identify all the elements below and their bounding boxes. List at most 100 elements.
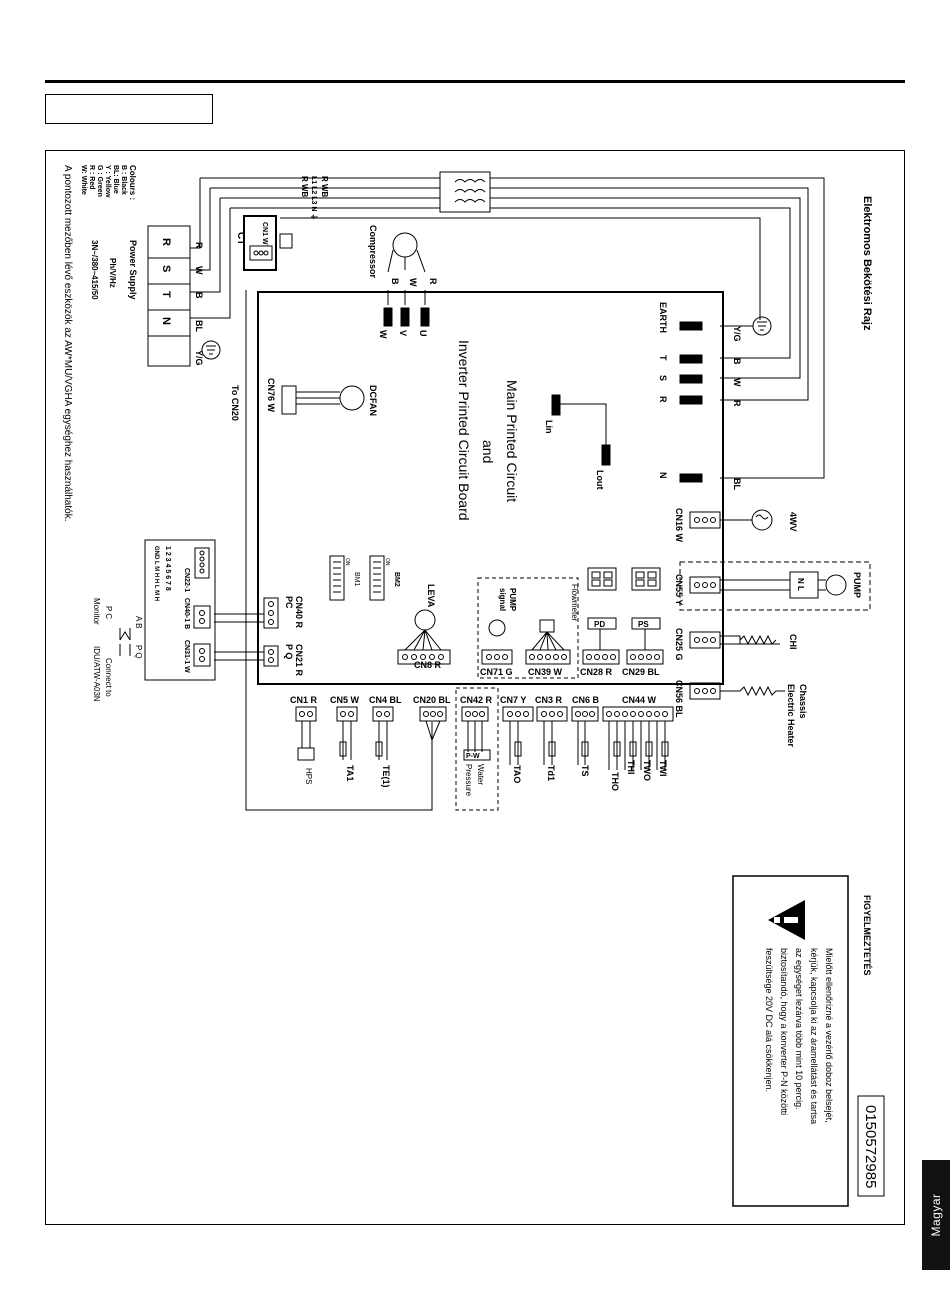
water-pressure-dashed-area xyxy=(455,687,499,811)
pump-signal-2: signal xyxy=(498,588,507,611)
filter-terms: L1 L2 L3 N ⏚ xyxy=(310,176,318,220)
cn71-label: CN71 G xyxy=(480,667,513,677)
diagram-frame xyxy=(45,150,905,1225)
connector-cn42: CN42 R xyxy=(460,695,493,705)
board-term-n: N xyxy=(658,472,668,479)
colour-bl: BL: Blue xyxy=(112,165,119,194)
pump-dashed-area xyxy=(679,561,871,611)
wire-b: B xyxy=(194,292,204,299)
colour-y: Y : Yellow xyxy=(104,165,111,198)
power-earth-icon xyxy=(201,340,221,360)
nl-label: N L xyxy=(796,578,805,591)
seven-segment-display xyxy=(587,567,661,591)
bm2-dip-switch xyxy=(369,555,385,601)
comp-wire-b: B xyxy=(390,278,400,285)
sensor-two: TWO xyxy=(642,760,652,781)
main-board xyxy=(257,291,724,685)
cn22-row1: 1 2 3 4 5 6 7 8 xyxy=(164,546,171,591)
diagram-title: Elektromos Bekötési Rajz xyxy=(861,196,873,331)
connector-cn4: CN4 BL xyxy=(369,695,402,705)
sensor-wires xyxy=(297,720,669,770)
warning-line-4: biztosítandó, hogy a konverter P-N közöt… xyxy=(779,948,789,1115)
warning-line-3: az egységet lezárva több mint 10 percig. xyxy=(794,948,804,1110)
terminal-s: S xyxy=(160,265,172,272)
power-supply-spec-1: Ph/V/Hz xyxy=(108,258,117,288)
filter-coils xyxy=(454,179,486,203)
pd-label: PD xyxy=(594,620,605,629)
sensor-ta1: TA1 xyxy=(345,765,355,781)
cn55-label: CN55 Y xyxy=(674,574,684,605)
sensor-tao: TAO xyxy=(512,765,522,783)
power-terminal-block xyxy=(147,225,191,367)
warning-line-1: Mielőtt ellenőrizné a vezérlő doboz bels… xyxy=(824,948,834,1123)
cn76-label: CN76 W xyxy=(266,378,276,413)
filter-label-1: R WB xyxy=(320,176,329,198)
compressor-motor xyxy=(392,232,418,258)
earth-label: EARTH xyxy=(658,302,668,333)
cn22-terminal-block xyxy=(144,539,216,681)
pump-signal-1: PUMP xyxy=(508,588,517,612)
sensor-twi: TWI xyxy=(658,760,668,777)
right-wire-yg: Y/G xyxy=(732,326,742,342)
cn39-label: CN39 W xyxy=(528,667,563,677)
doc-number: 0150572985 xyxy=(862,1105,879,1188)
fourwv-label: 4WV xyxy=(788,512,798,532)
terminal-r: R xyxy=(160,238,172,246)
colours-heading: Colours : xyxy=(128,165,137,200)
sensor-tho: THO xyxy=(610,772,620,791)
compressor-label: Compressor xyxy=(368,225,378,279)
lout-label: Lout xyxy=(595,470,605,490)
board-label-2: and xyxy=(480,440,496,463)
language-tab: Magyar xyxy=(922,1160,950,1270)
terminal-n: N xyxy=(160,317,172,325)
comp-term-u: U xyxy=(418,330,428,337)
cn29-label: CN29 BL xyxy=(622,667,660,677)
wire-r: R xyxy=(194,242,204,249)
connector-cn20: CN20 BL xyxy=(413,695,451,705)
to-cn20-label: To CN20 xyxy=(230,385,240,421)
terminal-t: T xyxy=(160,291,172,298)
sensor-te1: TE(1) xyxy=(381,765,391,788)
sensor-ts: TS xyxy=(580,765,590,777)
bm2-label: BM2 xyxy=(393,572,400,587)
board-term-s: S xyxy=(658,375,668,381)
pc-monitor-2: Monitor xyxy=(92,598,101,625)
pq-label: P Q xyxy=(134,645,143,659)
flowmeter-dashed-area xyxy=(477,577,579,679)
cn28-label: CN28 R xyxy=(580,667,613,677)
footnote: A pontozott mezőben lévő eszközök az AW*… xyxy=(62,165,73,522)
pc-monitor-1: P C xyxy=(104,606,113,619)
warning-icon xyxy=(768,900,805,940)
comp-term-w: W xyxy=(378,330,388,339)
ps-label: PS xyxy=(638,620,649,629)
cn22-row2: GND L M H H L M H xyxy=(153,546,159,601)
dc-fan-motor xyxy=(339,385,365,411)
warning-box xyxy=(732,875,849,1207)
cn21-label: CN21 R xyxy=(294,644,304,677)
cn40-1-label: CN40-1 B xyxy=(183,598,190,629)
water-pressure-2: Pressure xyxy=(464,764,473,797)
colour-g: G : Green xyxy=(96,165,103,197)
connector-cn1: CN1 R xyxy=(290,695,318,705)
bottom-connector-row xyxy=(295,706,674,722)
noise-filter xyxy=(439,171,491,213)
board-label-3: Inverter Printed Circuit Board xyxy=(456,340,472,521)
power-supply-spec-2: 3N~/380~415/50 xyxy=(90,240,99,300)
leva-label: LEVA xyxy=(426,584,436,608)
bm1-label: BM1 xyxy=(353,572,360,587)
pump-motor xyxy=(825,574,847,596)
ct-label: CT xyxy=(235,232,246,245)
warning-heading: FIGYELMEZTETÉS xyxy=(862,895,872,976)
cn8-label: CN8 R xyxy=(414,660,442,670)
colour-r: R : Red xyxy=(88,165,95,190)
cn1-label: CN1 W xyxy=(261,222,268,245)
supply-wires xyxy=(190,177,825,479)
bm2-on: ON xyxy=(384,558,390,566)
cn40-pc: PC xyxy=(284,596,294,609)
right-wire-w: W xyxy=(732,378,742,387)
chassis-label-2: Electric Heater xyxy=(786,684,796,748)
page-label-box xyxy=(45,94,213,124)
comp-wire-r: R xyxy=(428,278,438,285)
leva-valve xyxy=(414,609,436,631)
